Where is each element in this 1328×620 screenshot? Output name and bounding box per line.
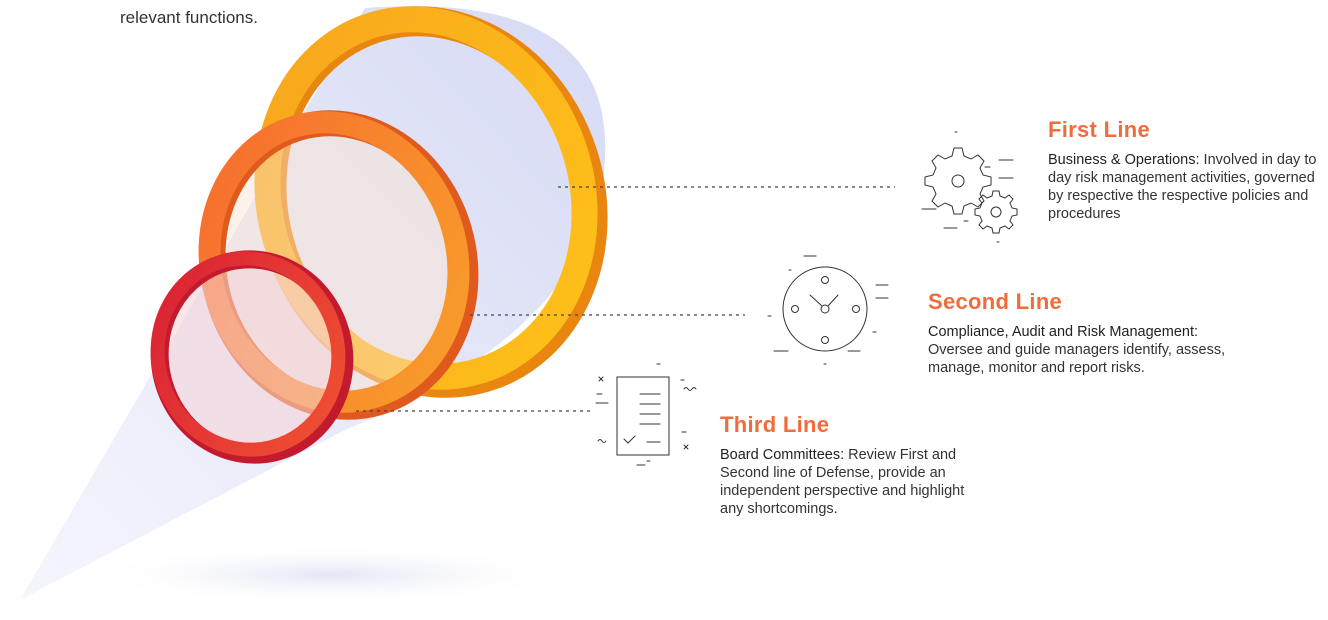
- document-checklist-icon: [595, 363, 697, 466]
- first-line-text: Involved in day to day risk management a…: [1048, 152, 1317, 222]
- clock-icon: [767, 255, 889, 365]
- second-line-text: Oversee and guide managers identify, ass…: [928, 342, 1226, 376]
- first-line-description: Business & Operations: Involved in day t…: [1048, 151, 1326, 223]
- second-line-title: Second Line: [928, 289, 1063, 314]
- second-line-lead: Compliance, Audit and Risk Management:: [928, 324, 1199, 340]
- first-line-title: First Line: [1048, 117, 1151, 142]
- second-line-description: Compliance, Audit and Risk Management: O…: [928, 323, 1228, 377]
- second-line-block: Second Line Compliance, Audit and Risk M…: [928, 289, 1228, 377]
- third-line-text: Review First and Second line of Defense,…: [720, 447, 965, 517]
- first-line-lead: Business & Operations:: [1048, 152, 1200, 168]
- third-line-description: Board Committees: Review First and Secon…: [720, 446, 988, 518]
- third-line-title: Third Line: [720, 412, 830, 437]
- first-line-block: First Line Business & Operations: Involv…: [1048, 117, 1326, 223]
- third-line-ring: [150, 250, 354, 464]
- intro-text: relevant functions.: [120, 8, 258, 27]
- floor-shadow: [80, 545, 580, 605]
- gears-icon: [921, 131, 1018, 243]
- third-line-lead: Board Committees:: [720, 447, 845, 463]
- third-line-block: Third Line Board Committees: Review Firs…: [720, 412, 988, 518]
- first-line-ring: [254, 6, 608, 398]
